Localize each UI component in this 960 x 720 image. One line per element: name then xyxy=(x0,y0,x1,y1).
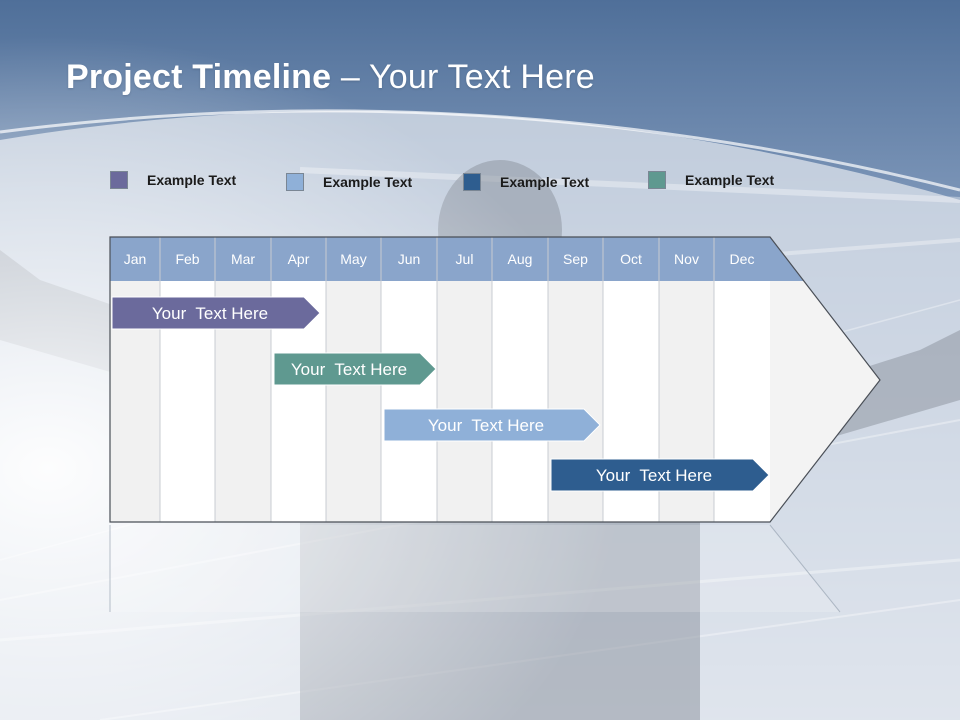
timeline-reflection xyxy=(110,525,840,612)
task-label: Your Text Here xyxy=(428,416,544,435)
task-label: Your Text Here xyxy=(152,304,268,323)
legend-item: Example Text xyxy=(648,170,774,190)
task-label: Your Text Here xyxy=(596,466,712,485)
month-column xyxy=(492,281,548,522)
slide-title: Project Timeline – Your Text Here xyxy=(66,58,595,97)
month-column xyxy=(437,281,492,522)
month-label: Jan xyxy=(124,251,147,267)
month-label: Sep xyxy=(563,251,588,267)
task-bar xyxy=(273,352,437,386)
legend-label: Example Text xyxy=(500,174,590,190)
month-column xyxy=(381,281,437,522)
legend-label: Example Text xyxy=(147,172,237,188)
month-label: Apr xyxy=(288,251,310,267)
month-column xyxy=(326,281,381,522)
legend-item: Example Text xyxy=(286,172,412,192)
legend-item: Example Text xyxy=(463,172,589,192)
month-label: Jun xyxy=(398,251,421,267)
month-label: Feb xyxy=(175,251,199,267)
legend-label: Example Text xyxy=(323,174,413,190)
month-header-band xyxy=(110,237,804,281)
legend-swatch xyxy=(110,171,128,189)
task-bar xyxy=(111,296,321,330)
title-bold: Project Timeline xyxy=(66,58,332,96)
month-label: Dec xyxy=(730,251,755,267)
legend-swatch xyxy=(648,171,666,189)
month-label: Jul xyxy=(456,251,474,267)
month-label: Oct xyxy=(620,251,642,267)
reflection-edge xyxy=(769,524,841,613)
month-label: Mar xyxy=(231,251,255,267)
legend-item: Example Text xyxy=(110,170,236,190)
task-bar xyxy=(550,458,770,492)
title-rest: – Your Text Here xyxy=(331,58,595,96)
timeline-arrowhead xyxy=(770,237,880,522)
legend-swatch xyxy=(286,173,304,191)
month-label: Nov xyxy=(674,251,699,267)
legend-label: Example Text xyxy=(685,172,775,188)
month-label: May xyxy=(340,251,366,267)
task-bar xyxy=(383,408,601,442)
month-label: Aug xyxy=(508,251,533,267)
timeline-outline xyxy=(109,236,881,523)
task-label: Your Text Here xyxy=(291,360,407,379)
legend-swatch xyxy=(463,173,481,191)
